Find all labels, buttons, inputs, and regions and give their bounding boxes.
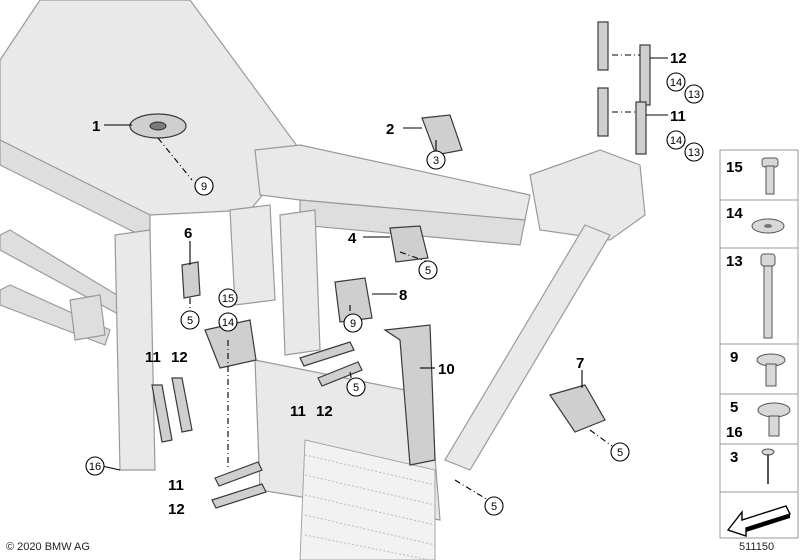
svg-text:16: 16 — [89, 461, 101, 473]
callout-11-left: 11 — [145, 349, 161, 366]
part-11-12-spacers-left — [151, 377, 193, 443]
callout-5-e: 5 — [484, 496, 504, 516]
part-2-bracket — [421, 114, 463, 156]
callout-12-centre: 12 — [316, 403, 333, 420]
callout-12-left: 12 — [171, 349, 188, 366]
callout-14-top-b: 14 — [666, 130, 686, 150]
part-8-bracket — [334, 277, 373, 323]
radiator-grid — [299, 439, 436, 560]
svg-text:9: 9 — [350, 318, 356, 330]
screw-icon — [756, 353, 786, 387]
callout-5-a: 5 — [418, 260, 438, 280]
callout-11-top: 11 — [670, 108, 686, 125]
legend-number-14: 14 — [726, 205, 743, 222]
callout-9-mid: 9 — [343, 313, 363, 333]
part-7-bracket — [549, 384, 606, 433]
callout-4: 4 — [348, 230, 357, 247]
legend-number-5: 5 — [730, 399, 738, 416]
callout-9-top: 9 — [194, 176, 214, 196]
callout-5-b: 5 — [180, 310, 200, 330]
callout-12-bottom: 12 — [168, 501, 185, 518]
direction-arrow-icon — [726, 505, 791, 537]
svg-text:15: 15 — [222, 293, 234, 305]
callout-15: 15 — [218, 288, 238, 308]
callout-13-top-b: 13 — [684, 142, 704, 162]
part-11-12-spacers-top — [597, 21, 651, 155]
part-11-12-spacers-bottom — [211, 461, 267, 509]
svg-text:3: 3 — [433, 155, 439, 167]
circled-callouts: 9 3 5 5 9 15 14 5 5 5 16 14 13 14 13 — [85, 72, 704, 516]
svg-text:5: 5 — [425, 265, 431, 277]
copyright-notice: © 2020 BMW AG — [6, 541, 90, 553]
callout-5-c: 5 — [346, 377, 366, 397]
part-6-clip — [181, 261, 201, 299]
part-4-bracket — [389, 225, 429, 263]
legend-number-13: 13 — [726, 253, 743, 270]
callout-2: 2 — [386, 121, 394, 138]
part-10-support — [383, 324, 436, 466]
callout-11-centre: 11 — [290, 403, 306, 420]
bolt-icon — [761, 157, 779, 195]
legend-number-3: 3 — [730, 449, 738, 466]
callout-1: 1 — [92, 118, 100, 135]
callout-14-mid: 14 — [218, 312, 238, 332]
callout-5-d: 5 — [610, 442, 630, 462]
legend-number-16: 16 — [726, 424, 743, 441]
callout-14-top-a: 14 — [666, 72, 686, 92]
callout-11-bottom: 11 — [168, 477, 184, 494]
legend-number-9: 9 — [730, 349, 738, 366]
callout-6: 6 — [184, 225, 192, 242]
svg-text:13: 13 — [688, 89, 700, 101]
document-number: 511150 — [739, 541, 775, 553]
svg-text:14: 14 — [670, 77, 682, 89]
callout-12-top: 12 — [670, 50, 687, 67]
svg-text:13: 13 — [688, 147, 700, 159]
long-bolt-icon — [760, 253, 776, 339]
svg-text:5: 5 — [187, 315, 193, 327]
callout-7: 7 — [576, 355, 584, 372]
svg-text:14: 14 — [670, 135, 682, 147]
callout-10: 10 — [438, 361, 455, 378]
callouts: 1 2 4 6 7 8 10 12 11 11 12 11 12 11 12 — [92, 50, 687, 518]
svg-text:9: 9 — [201, 181, 207, 193]
svg-text:14: 14 — [222, 317, 234, 329]
part-1-mount — [129, 113, 187, 139]
callout-16: 16 — [85, 456, 105, 476]
leader-lines — [101, 54, 668, 501]
collar-screw-icon — [757, 402, 791, 437]
callout-13-top-a: 13 — [684, 84, 704, 104]
svg-text:5: 5 — [353, 382, 359, 394]
svg-text:5: 5 — [617, 447, 623, 459]
part-11-12-spacers-centre — [299, 341, 363, 387]
callout-8: 8 — [399, 287, 407, 304]
svg-text:5: 5 — [491, 501, 497, 513]
callout-3: 3 — [426, 150, 446, 170]
washer-icon — [751, 218, 785, 234]
fastener-legend: 15 14 13 9 5 16 3 — [719, 149, 799, 539]
front-end-structure — [0, 0, 646, 560]
legend-number-15: 15 — [726, 159, 743, 176]
rivet-icon — [761, 448, 775, 484]
